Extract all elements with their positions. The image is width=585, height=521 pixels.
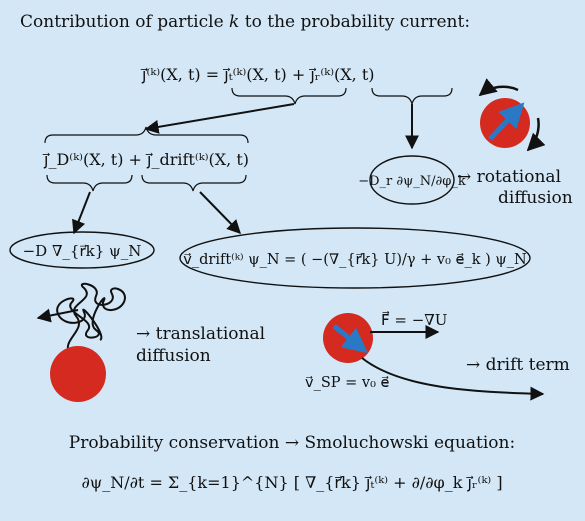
header-text: Contribution of particle k to the probab…	[20, 12, 470, 32]
total-current-equation: j⃗⁽ᵏ⁾(X, t) = j⃗ₜ⁽ᵏ⁾(X, t) + j⃗ᵣ⁽ᵏ⁾(X, t…	[140, 65, 374, 84]
underbrace-diffusive	[46, 174, 133, 192]
drift-term-ellipse	[179, 227, 531, 289]
arrow-to-drift-term	[199, 191, 241, 235]
orientation-arrow-driven	[332, 324, 368, 354]
footer-title: Probability conservation → Smoluchowski …	[69, 433, 515, 453]
translational-label-line1: → translational	[136, 324, 265, 344]
rotation-arrow-icon-2	[526, 117, 546, 152]
orientation-arrow-rotating	[488, 102, 525, 141]
smoluchowski-equation: ∂ψ_N/∂t = Σ_{k=1}^{N} [ ∇_{r⃗k} j⃗ₜ⁽ᵏ⁾ +…	[81, 473, 502, 492]
rotation-arrow-icon	[478, 78, 519, 97]
arrow-to-translational-split	[144, 103, 295, 134]
translational-label-line2: diffusion	[136, 346, 211, 366]
rotational-term-ellipse	[369, 155, 455, 205]
drift-label: → drift term	[466, 355, 570, 375]
underbrace-drift	[141, 174, 247, 192]
diffusive-term: −D ∇_{r⃗k} ψ_N	[23, 242, 142, 260]
translational-split-equation: j⃗_D⁽ᵏ⁾(X, t) + j⃗_drift⁽ᵏ⁾(X, t)	[42, 150, 249, 169]
rotational-label-line1: → rotational	[457, 167, 561, 187]
diffusive-term-ellipse	[9, 231, 155, 269]
force-label: F⃗ = −∇U	[381, 310, 447, 329]
diffusing-particle	[50, 346, 106, 402]
self-propulsion-label: v⃗_SP = v₀ e⃗	[305, 375, 390, 391]
drift-trajectory	[361, 357, 545, 401]
trajectory-arrow	[36, 308, 79, 323]
rotational-term: −D_r ∂ψ_N/∂φ_k	[358, 174, 466, 189]
underbrace-translational	[231, 87, 347, 105]
arrow-to-diffusive-term	[72, 191, 91, 235]
overbrace-split	[44, 126, 249, 144]
drift-term: v⃗_drift⁽ᵏ⁾ ψ_N = ( −(∇_{r⃗k} U)/γ + v₀ …	[183, 252, 527, 268]
rotational-label-line2: diffusion	[498, 188, 573, 208]
